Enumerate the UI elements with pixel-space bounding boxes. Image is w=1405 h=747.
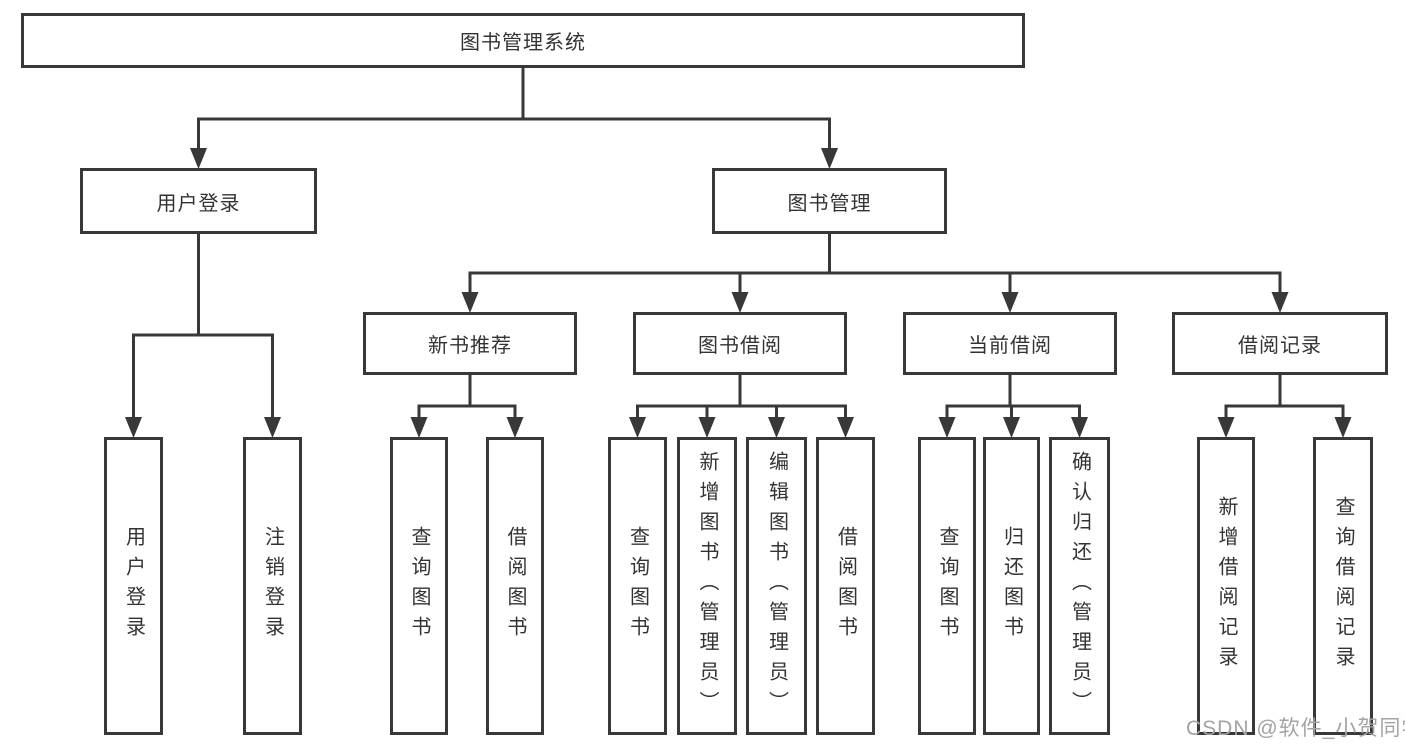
leaf-add-book-admin: 新增图书（管理员）: [677, 437, 737, 735]
leaf-query-books-recommend: 查询图书: [390, 437, 448, 735]
leaf-label: 编辑图书（管理员）: [765, 451, 788, 721]
leaf-borrow-books-recommend: 借阅图书: [486, 437, 544, 735]
node-current-borrow: 当前借阅: [903, 312, 1117, 375]
watermark-text: CSDN @软件_小贺同学: [1186, 717, 1405, 740]
leaf-label: 归还图书: [1000, 526, 1023, 646]
node-label: 当前借阅: [968, 335, 1052, 357]
leaf-label: 确认归还（管理员）: [1068, 451, 1091, 721]
node-label: 图书管理: [787, 192, 872, 215]
leaf-user-login: 用户登录: [104, 437, 163, 735]
leaf-label: 借阅图书: [504, 526, 526, 646]
node-label: 新书推荐: [428, 335, 512, 357]
leaf-edit-book-admin: 编辑图书（管理员）: [746, 437, 807, 735]
leaf-label: 查询图书: [408, 526, 430, 646]
node-borrow-records: 借阅记录: [1172, 312, 1388, 375]
node-book-borrow: 图书借阅: [633, 312, 847, 375]
leaf-add-borrow-record: 新增借阅记录: [1197, 437, 1255, 735]
node-label: 用户登录: [156, 192, 241, 215]
node-book-management: 图书管理: [712, 168, 947, 234]
leaf-label: 查询借阅记录: [1332, 496, 1354, 676]
node-label: 借阅记录: [1238, 335, 1322, 357]
leaf-label: 新增借阅记录: [1215, 496, 1237, 676]
connector-lines: [132, 68, 1345, 423]
arrow-heads: [125, 148, 1352, 438]
leaf-label: 用户登录: [122, 526, 145, 646]
leaf-label: 查询图书: [936, 526, 958, 646]
leaf-query-books-borrow: 查询图书: [608, 437, 667, 735]
node-label: 图书管理系统: [460, 32, 586, 54]
leaf-confirm-return-admin: 确认归还（管理员）: [1049, 437, 1110, 735]
leaf-label: 注销登录: [261, 526, 284, 646]
leaf-borrow-books-borrow: 借阅图书: [816, 437, 875, 735]
node-user-login: 用户登录: [80, 168, 317, 234]
leaf-logout: 注销登录: [243, 437, 302, 735]
leaf-query-books-current: 查询图书: [918, 437, 976, 735]
leaf-label: 借阅图书: [834, 526, 857, 646]
leaf-label: 新增图书（管理员）: [696, 451, 718, 721]
node-new-book-recommend: 新书推荐: [363, 312, 577, 375]
leaf-return-book: 归还图书: [983, 437, 1040, 735]
leaf-query-borrow-record: 查询借阅记录: [1313, 437, 1373, 735]
node-root-library-system: 图书管理系统: [21, 13, 1025, 68]
leaf-label: 查询图书: [626, 526, 649, 646]
node-label: 图书借阅: [698, 335, 782, 357]
